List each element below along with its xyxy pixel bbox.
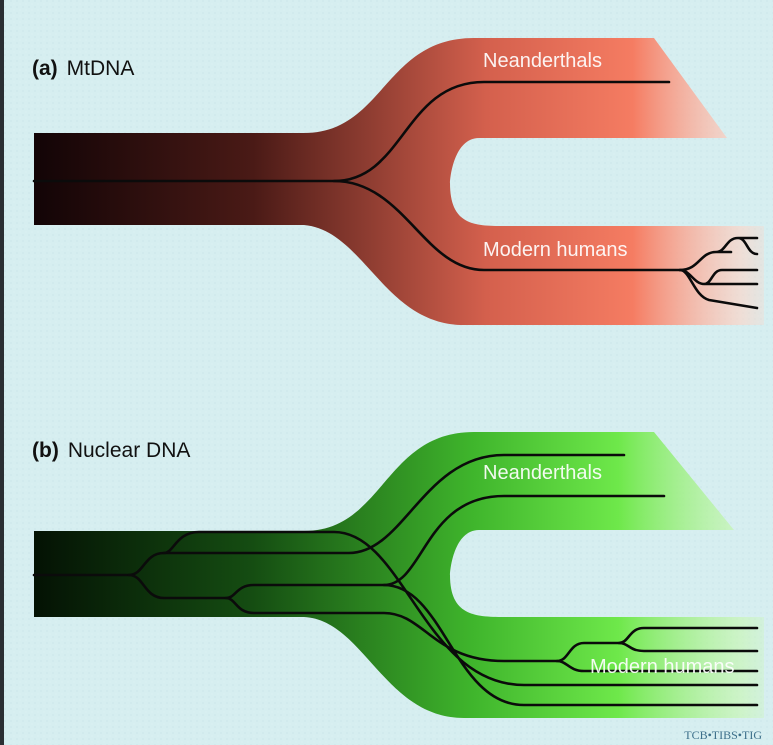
panel-a-title: MtDNA <box>67 57 135 80</box>
panel-b-label: (b) Nuclear DNA <box>32 439 190 462</box>
nuclear-neanderthals-label: Neanderthals <box>483 462 602 484</box>
mtdna-modern-humans-label: Modern humans <box>483 239 628 261</box>
mtdna-neanderthals-label: Neanderthals <box>483 50 602 72</box>
publisher-credit: TCB•TIBS•TIG <box>684 728 762 742</box>
panel-a-label: (a) MtDNA <box>32 57 134 80</box>
panel-a-letter: (a) <box>32 57 58 80</box>
phylogeny-figure: (a) MtDNA Neanderthals Modern humans (b) N… <box>4 0 773 745</box>
panel-b-title: Nuclear DNA <box>68 439 191 462</box>
nuclear-modern-humans-label: Modern humans <box>590 656 735 678</box>
panel-b-letter: (b) <box>32 439 59 462</box>
figure-canvas: (a) MtDNA Neanderthals Modern humans (b) N… <box>4 0 773 745</box>
